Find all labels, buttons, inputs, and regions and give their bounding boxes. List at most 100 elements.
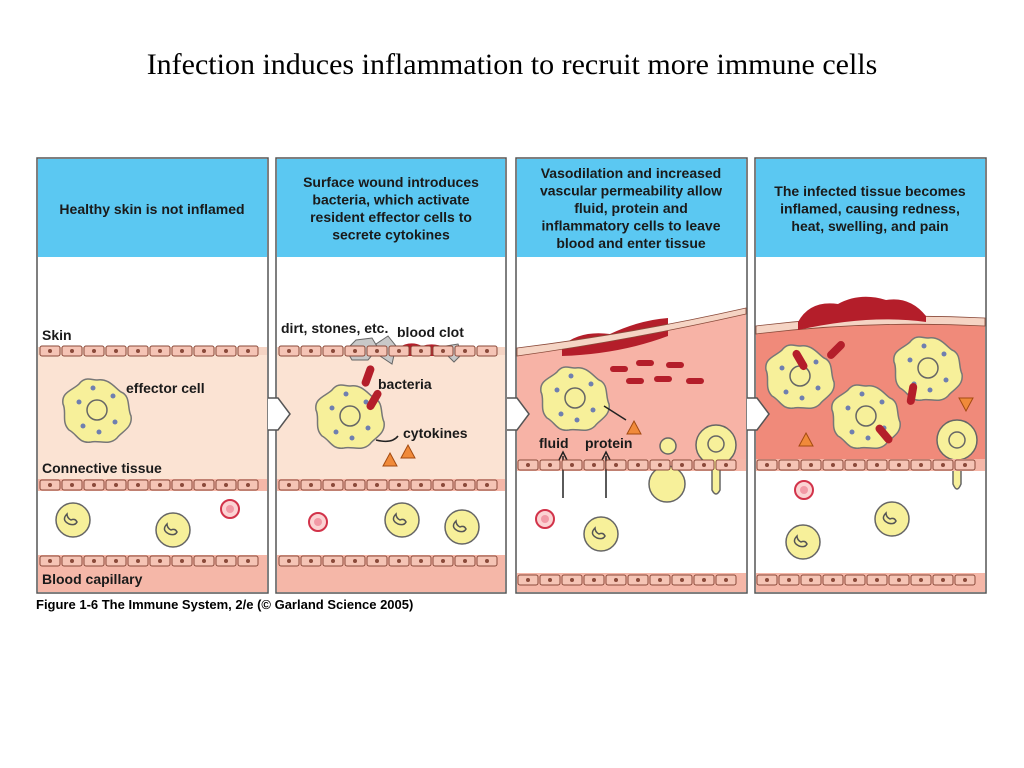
panel-2-header-line: bacteria, which activate bbox=[312, 192, 469, 208]
capillary-wall-cell bbox=[105, 479, 127, 491]
panel-3-white-cell bbox=[583, 516, 619, 552]
panel-1-red-cell bbox=[220, 499, 240, 519]
capillary-wall-cell bbox=[127, 555, 149, 567]
capillary-wall-cell bbox=[517, 574, 539, 586]
label-bacteria: bacteria bbox=[378, 376, 432, 392]
capillary-wall-cell bbox=[671, 574, 693, 586]
label-blood-clot: blood clot bbox=[397, 324, 464, 340]
capillary-wall-cell bbox=[278, 555, 300, 567]
panel-4-white-cell bbox=[785, 524, 821, 560]
capillary-wall-cell bbox=[127, 479, 149, 491]
label-cytokines: cytokines bbox=[403, 425, 468, 441]
capillary-wall-cell bbox=[605, 574, 627, 586]
capillary-wall-cell bbox=[715, 459, 737, 471]
capillary-wall-cell bbox=[693, 459, 715, 471]
capillary-wall-cell bbox=[866, 574, 888, 586]
skin-cell bbox=[322, 345, 344, 357]
panel-4-red-cell bbox=[794, 480, 814, 500]
capillary-wall-cell bbox=[193, 479, 215, 491]
capillary-wall-cell bbox=[300, 479, 322, 491]
skin-cell bbox=[344, 345, 366, 357]
panel-1-header bbox=[38, 159, 267, 257]
capillary-wall-cell bbox=[844, 574, 866, 586]
skin-cell bbox=[300, 345, 322, 357]
capillary-wall-cell bbox=[910, 574, 932, 586]
panel-2-arrow bbox=[375, 435, 399, 443]
capillary-wall-cell bbox=[800, 574, 822, 586]
skin-cell bbox=[237, 345, 259, 357]
panel-3-header-line: inflammatory cells to leave bbox=[542, 218, 721, 234]
skin-cell bbox=[171, 345, 193, 357]
panel-3-header-line: blood and enter tissue bbox=[556, 235, 706, 251]
panel-2-white-cell bbox=[444, 509, 480, 545]
capillary-wall-cell bbox=[605, 459, 627, 471]
panel-1: Healthy skin is not inflamed Skin effect… bbox=[36, 157, 269, 594]
capillary-wall-cell bbox=[778, 459, 800, 471]
capillary-wall-cell bbox=[366, 555, 388, 567]
capillary-wall-cell bbox=[517, 459, 539, 471]
panel-2-header-line: secrete cytokines bbox=[332, 227, 450, 243]
label-effector-cell: effector cell bbox=[126, 380, 205, 396]
capillary-wall-cell bbox=[561, 574, 583, 586]
label-dirt: dirt, stones, etc. bbox=[281, 320, 388, 336]
capillary-wall-cell bbox=[171, 479, 193, 491]
capillary-wall-cell bbox=[756, 459, 778, 471]
skin-cell bbox=[215, 345, 237, 357]
capillary-wall-cell bbox=[149, 555, 171, 567]
panel-3-arrow bbox=[603, 405, 627, 421]
panel-1-header-line: Healthy skin is not inflamed bbox=[59, 201, 244, 217]
panel-3-migrating-cell bbox=[695, 424, 737, 495]
capillary-wall-cell bbox=[454, 555, 476, 567]
panel-2-red-cell bbox=[308, 512, 328, 532]
panel-1-header-text: Healthy skin is not inflamed bbox=[59, 201, 244, 217]
panel-3-header-line: Vasodilation and increased bbox=[541, 165, 722, 181]
capillary-wall-cell bbox=[388, 555, 410, 567]
capillary-wall-cell bbox=[39, 479, 61, 491]
capillary-wall-cell bbox=[649, 574, 671, 586]
panel-4-blood-clot bbox=[798, 296, 926, 330]
skin-cell bbox=[388, 345, 410, 357]
capillary-wall-cell bbox=[715, 574, 737, 586]
capillary-wall-cell bbox=[149, 479, 171, 491]
panel-3-header-line: fluid, protein and bbox=[574, 200, 688, 216]
panel-4-header bbox=[756, 159, 985, 257]
label-skin: Skin bbox=[42, 327, 72, 343]
capillary-wall-cell bbox=[800, 459, 822, 471]
capillary-wall-cell bbox=[171, 555, 193, 567]
capillary-wall-cell bbox=[39, 555, 61, 567]
capillary-wall-cell bbox=[410, 479, 432, 491]
skin-cell bbox=[193, 345, 215, 357]
capillary-wall-cell bbox=[366, 479, 388, 491]
capillary-wall-cell bbox=[215, 555, 237, 567]
capillary-wall-cell bbox=[866, 459, 888, 471]
capillary-wall-cell bbox=[910, 459, 932, 471]
capillary-wall-cell bbox=[432, 555, 454, 567]
capillary-wall-cell bbox=[344, 555, 366, 567]
skin-cell bbox=[61, 345, 83, 357]
capillary-wall-cell bbox=[844, 459, 866, 471]
capillary-wall-cell bbox=[822, 459, 844, 471]
panel-4-white-cell bbox=[874, 501, 910, 537]
label-fluid: fluid bbox=[539, 435, 569, 451]
skin-cell bbox=[149, 345, 171, 357]
capillary-wall-cell bbox=[476, 555, 498, 567]
figure-caption: Figure 1-6 The Immune System, 2/e (© Gar… bbox=[36, 597, 414, 612]
capillary-wall-cell bbox=[671, 459, 693, 471]
capillary-wall-cell bbox=[388, 479, 410, 491]
capillary-wall-cell bbox=[237, 479, 259, 491]
skin-cell bbox=[476, 345, 498, 357]
skin-cell bbox=[278, 345, 300, 357]
capillary-wall-cell bbox=[888, 459, 910, 471]
skin-cell bbox=[105, 345, 127, 357]
label-blood-capillary: Blood capillary bbox=[42, 571, 143, 587]
capillary-wall-cell bbox=[649, 459, 671, 471]
skin-cell bbox=[127, 345, 149, 357]
label-connective-tissue: Connective tissue bbox=[42, 460, 162, 476]
capillary-wall-cell bbox=[756, 574, 778, 586]
capillary-wall-cell bbox=[822, 574, 844, 586]
